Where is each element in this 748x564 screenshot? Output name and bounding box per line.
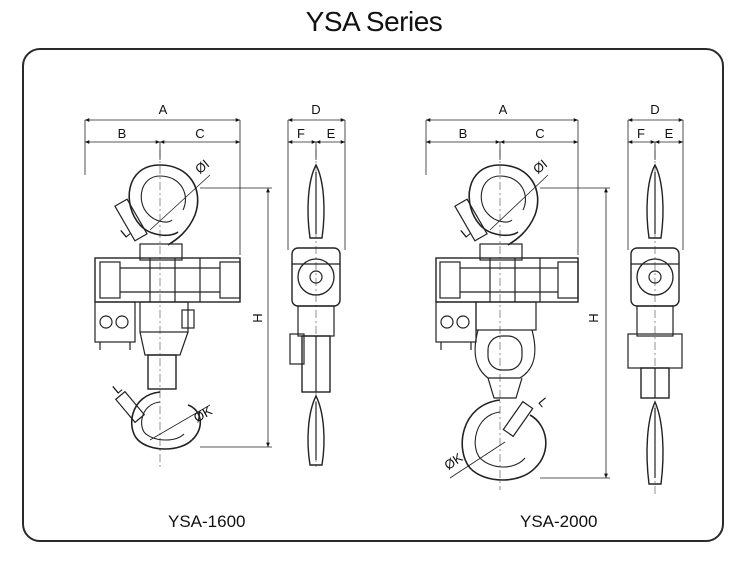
ysa-1600-dim-c-label: C: [195, 126, 204, 141]
model-name-ysa-2000: YSA-2000: [520, 512, 598, 531]
ysa-2000-bottom-hook-dia-label: ØK: [441, 450, 465, 473]
ysa-1600-dim-d-label: D: [311, 102, 320, 117]
ysa-2000-dim-h-label: H: [586, 313, 601, 322]
ysa-1600-dim-b-label: B: [118, 126, 127, 141]
ysa-2000-dim-f-label: F: [637, 126, 645, 141]
ysa-1600-dim-f-label: F: [297, 126, 305, 141]
ysa-2000-dim-a-label: A: [499, 102, 508, 117]
ysa-1600-front-view: [84, 118, 272, 470]
ysa-1600-dim-a-label: A: [159, 102, 168, 117]
ysa-1600-side-view: [287, 118, 346, 470]
page-title: YSA Series: [305, 6, 443, 37]
ysa-2000-bottom-latch-label: L: [535, 395, 551, 410]
ysa-2000-dim-b-label: B: [459, 126, 468, 141]
ysa-2000-dim-d-label: D: [650, 102, 659, 117]
ysa-1600-dim-e-label: E: [327, 126, 336, 141]
ysa-2000-side-view: [627, 118, 684, 495]
ysa-2000-front-view: [425, 118, 610, 490]
drawing-frame: [22, 48, 724, 542]
ysa-1600-dim-h-label: H: [250, 313, 265, 322]
ysa-1600-bottom-hook-dia-label: ØK: [191, 403, 215, 426]
model-name-ysa-1600: YSA-1600: [168, 512, 246, 531]
ysa-2000-dim-c-label: C: [535, 126, 544, 141]
ysa-2000-dim-e-label: E: [665, 126, 674, 141]
ysa-1600-top-hook-dia-label: ØI: [192, 156, 212, 176]
ysa-2000-top-hook-dia-label: ØI: [530, 156, 550, 176]
